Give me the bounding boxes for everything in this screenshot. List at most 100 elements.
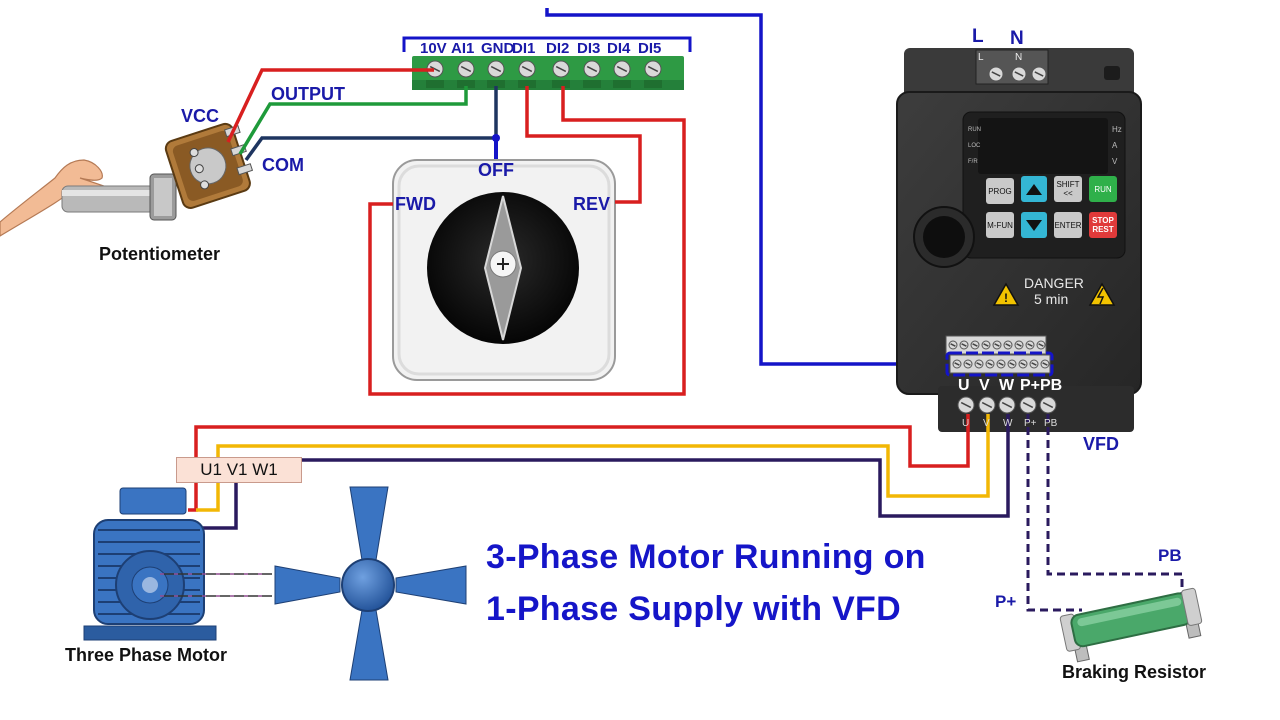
plate-n-label: N: [1015, 52, 1023, 63]
output-terminal-label-pplus: P+: [1020, 377, 1041, 394]
control-screw-di5-slot: [647, 65, 659, 73]
control-terminal-label-di3: DI3: [577, 40, 601, 57]
control-terminal-label-di4: DI4: [607, 40, 631, 57]
io-bottom-screw-5-slot: [1009, 362, 1015, 366]
danger-time-label: 5 min: [1034, 291, 1069, 307]
down-key[interactable]: [1021, 212, 1047, 238]
output-plate-label-u: U: [962, 418, 970, 429]
power-screw-0-slot: [991, 71, 1001, 77]
potentiometer-drawing: [0, 122, 254, 237]
control-clamp-di5: [644, 80, 662, 88]
output-plate-label-pb: PB: [1044, 418, 1058, 429]
pot-com-label: COM: [262, 155, 304, 175]
io-top-screw-0-slot: [950, 343, 956, 347]
pot-output-label: OUTPUT: [271, 84, 345, 104]
power-screw-2-slot: [1034, 71, 1044, 77]
io-bottom-screw-4-slot: [998, 362, 1004, 366]
control-clamp-gnd: [487, 80, 505, 88]
prog-key[interactable]: PROG: [986, 178, 1014, 204]
potentiometer-label: Potentiometer: [99, 244, 221, 264]
indicator-right-1: A: [1112, 141, 1118, 150]
output-plate-label-v: V: [983, 418, 990, 429]
indicator-left-0: RUN: [968, 127, 981, 133]
motor-drawing: [83, 487, 272, 641]
control-terminal-block: [402, 36, 692, 90]
control-clamp-10v: [426, 80, 444, 88]
io-bottom-screw-6-slot: [1020, 362, 1026, 366]
output-terminal-label-w: W: [999, 377, 1015, 394]
io-top-screw-8-slot: [1038, 343, 1044, 347]
control-screw-di4-slot: [616, 65, 628, 73]
selector-switch-drawing: [392, 159, 616, 381]
switch-rev-label: REV: [573, 194, 611, 214]
power-screw-1-slot: [1014, 71, 1024, 77]
control-terminal-label-di5: DI5: [638, 40, 662, 57]
pot-vcc-label: VCC: [181, 106, 220, 126]
motor-terminal-box: U1 V1 W1: [176, 457, 302, 483]
output-screw-w-slot: [1001, 401, 1013, 409]
io-bottom-screw-8-slot: [1042, 362, 1048, 366]
control-link-wire: [545, 8, 950, 366]
plate-l-label: L: [978, 52, 984, 63]
output-screw-pb-slot: [1042, 401, 1054, 409]
braking-resistor-label: Braking Resistor: [1062, 662, 1207, 682]
braking-resistor-drawing: [1059, 587, 1203, 663]
control-terminal-label-ai1: AI1: [451, 40, 475, 57]
resistor-pb-label: PB: [1158, 546, 1182, 565]
control-terminal-label-di1: DI1: [512, 40, 536, 57]
vfd-label: VFD: [1083, 434, 1119, 454]
control-terminal-label-gnd: GND: [481, 40, 515, 57]
output-terminal-label-v: V: [979, 377, 990, 394]
control-clamp-di3: [583, 80, 601, 88]
fan-drawing: [274, 486, 467, 681]
indicator-left-1: LOC: [968, 143, 981, 149]
motor-label: Three Phase Motor: [65, 645, 228, 665]
resistor-pplus-label: P+: [995, 592, 1017, 611]
control-screw-di3-slot: [586, 65, 598, 73]
shift-key[interactable]: SHIFT <<: [1054, 176, 1082, 202]
indicator-left-2: F/R: [968, 159, 978, 165]
output-screw-u-slot: [960, 401, 972, 409]
control-screw-di1-slot: [521, 65, 533, 73]
control-clamp-di4: [613, 80, 631, 88]
control-screw-di2-slot: [555, 65, 567, 73]
switch-wires: [368, 86, 686, 396]
enter-key[interactable]: ENTER: [1054, 212, 1082, 238]
control-screw-ai1-slot: [460, 65, 472, 73]
io-bottom-screw-1-slot: [965, 362, 971, 366]
io-bottom-screw-0-slot: [954, 362, 960, 366]
indicator-right-2: V: [1112, 157, 1118, 166]
output-terminal-label-u: U: [958, 377, 970, 394]
control-clamp-di1: [518, 80, 536, 88]
io-top-screw-3-slot: [983, 343, 989, 347]
switch-fwd-label: FWD: [395, 194, 436, 214]
down-arrow-icon: [1026, 219, 1042, 231]
output-terminal-label-pb: PB: [1040, 377, 1063, 394]
control-clamp-di2: [552, 80, 570, 88]
mfun-key[interactable]: M-FUN: [986, 212, 1014, 238]
output-plate-label-pplus: P+: [1024, 418, 1037, 429]
input-n-label: N: [1010, 28, 1024, 49]
switch-off-label: OFF: [478, 160, 514, 180]
title-line-2: 1-Phase Supply with VFD: [486, 590, 901, 628]
up-arrow-icon: [1026, 183, 1042, 195]
input-l-label: L: [972, 26, 984, 47]
danger-label: DANGER: [1024, 275, 1084, 291]
control-screw-gnd-slot: [490, 65, 502, 73]
run-key[interactable]: RUN: [1089, 176, 1117, 202]
output-plate-label-w: W: [1003, 418, 1013, 429]
output-screw-pplus-slot: [1022, 401, 1034, 409]
up-key[interactable]: [1021, 176, 1047, 202]
io-top-screw-7-slot: [1027, 343, 1033, 347]
control-terminal-label-di2: DI2: [546, 40, 570, 57]
brake-wires: [1026, 414, 1184, 612]
stop-reset-key[interactable]: STOP REST: [1089, 212, 1117, 238]
io-bottom-screw-7-slot: [1031, 362, 1037, 366]
io-top-screw-5-slot: [1005, 343, 1011, 347]
control-clamp-ai1: [457, 80, 475, 88]
io-top-screw-6-slot: [1016, 343, 1022, 347]
io-top-screw-2-slot: [972, 343, 978, 347]
motor-wires: [188, 414, 1010, 530]
io-top-screw-4-slot: [994, 343, 1000, 347]
